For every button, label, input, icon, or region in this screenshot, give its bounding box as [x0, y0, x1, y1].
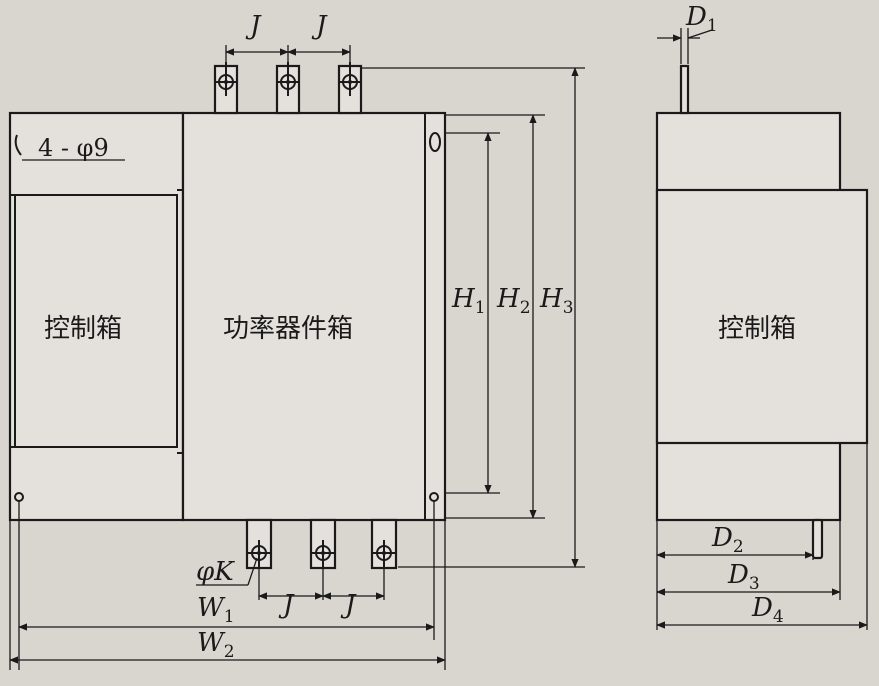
label-w1: W1 [197, 593, 235, 627]
label-bottom-j1: J [278, 590, 295, 620]
label-d1-letter: D [685, 2, 707, 32]
side-control-box [655, 188, 869, 445]
label-h1-sub: 1 [475, 298, 486, 318]
label-hole-spec: 4 - φ9 [38, 134, 109, 162]
label-d3-letter: D [727, 560, 749, 590]
label-d3-sub: 3 [749, 574, 760, 594]
label-d2: D2 [711, 523, 744, 557]
mount-slot-top-right [429, 132, 441, 152]
label-h3-sub: 3 [563, 298, 574, 318]
label-control-box-left: 控制箱 [44, 314, 122, 344]
label-h1: H1 [451, 284, 486, 318]
label-w1-letter: W [197, 593, 226, 623]
label-d4: D4 [751, 593, 784, 627]
label-d1-sub: 1 [707, 16, 718, 36]
label-h3: H3 [539, 284, 574, 318]
front-view [8, 45, 585, 670]
label-d4-letter: D [751, 593, 773, 623]
label-bottom-j2: J [340, 590, 357, 620]
label-power-box: 功率器件箱 [223, 314, 353, 344]
side-terminal-top [679, 64, 690, 115]
label-d2-sub: 2 [733, 537, 744, 557]
label-w1-sub: 1 [224, 607, 235, 627]
label-d3: D3 [727, 560, 760, 594]
label-phi-k: φK [196, 557, 235, 587]
label-w2: W2 [197, 628, 235, 662]
top-terminals [213, 62, 363, 115]
label-top-j1: J [245, 11, 262, 41]
power-box [181, 111, 447, 522]
label-control-box-right: 控制箱 [718, 314, 796, 344]
label-d2-letter: D [711, 523, 733, 553]
label-d1: D1 [685, 2, 718, 36]
label-h2: H2 [496, 284, 531, 318]
leader-hole-spec [14, 134, 22, 156]
label-h2-sub: 2 [520, 298, 531, 318]
label-top-j2: J [311, 11, 328, 41]
left-control-box [8, 111, 185, 522]
label-d4-sub: 4 [773, 607, 784, 627]
label-h3-letter: H [539, 284, 564, 314]
bottom-terminals [245, 518, 398, 570]
side-terminal-bottom [811, 518, 824, 560]
label-w2-sub: 2 [224, 642, 235, 662]
label-h1-letter: H [451, 284, 476, 314]
side-view [655, 28, 869, 630]
label-h2-letter: H [496, 284, 521, 314]
label-w2-letter: W [197, 628, 226, 658]
left-control-panel [14, 194, 178, 448]
